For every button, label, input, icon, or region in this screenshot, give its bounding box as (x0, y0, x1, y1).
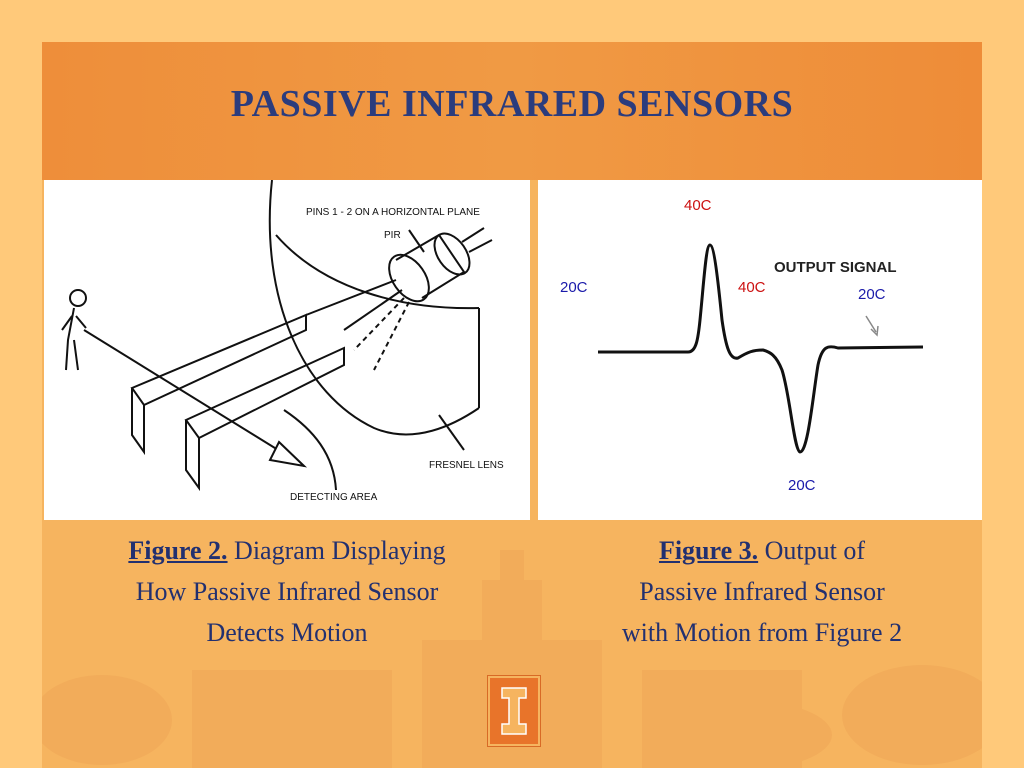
figure-2-diagram: PINS 1 - 2 ON A HORIZONTAL PLANE PIR FRE… (44, 179, 530, 520)
figure-3-signal: OUTPUT SIGNAL 20C 40C 40C 20C 20C (538, 180, 982, 520)
figure-3-caption-line2: Passive Infrared Sensor (639, 577, 885, 606)
label-output-signal: OUTPUT SIGNAL (774, 259, 897, 276)
figure-2-caption-line1: Diagram Displaying (227, 536, 446, 565)
label-mid-40c: 40C (738, 279, 766, 296)
output-signal-svg: OUTPUT SIGNAL 20C 40C 40C 20C 20C (560, 197, 924, 494)
label-trough-20c: 20C (788, 477, 816, 494)
label-peak-40c: 40C (684, 197, 712, 214)
figure-2-caption-label: Figure 2. (128, 536, 228, 565)
block-i-logo-icon (488, 676, 540, 746)
title-bar (42, 42, 982, 180)
slide: PASSIVE INFRARED SENSORS (42, 42, 982, 768)
label-detecting: DETECTING AREA (290, 492, 378, 503)
figure-2-caption-line2: How Passive Infrared Sensor (135, 577, 439, 606)
figure-3-caption-line1: Output of (758, 536, 866, 565)
label-pins: PINS 1 - 2 ON A HORIZONTAL PLANE (306, 207, 480, 218)
label-pir: PIR (384, 230, 401, 241)
figure-3-caption: Figure 3. Output of Passive Infrared Sen… (552, 530, 972, 653)
signal-curve (598, 243, 924, 454)
figure-3-caption-line3: with Motion from Figure 2 (621, 618, 903, 647)
pir-diagram-svg: PINS 1 - 2 ON A HORIZONTAL PLANE PIR FRE… (61, 179, 504, 503)
figure-2-caption-line3: Detects Motion (206, 618, 368, 647)
figure-3-caption-label: Figure 3. (658, 536, 759, 565)
label-left-20c: 20C (560, 279, 588, 296)
slide-title: PASSIVE INFRARED SENSORS (230, 83, 794, 125)
figure-2-caption: Figure 2. Diagram Displaying How Passive… (72, 530, 502, 653)
label-right-20c: 20C (858, 286, 886, 303)
label-fresnel: FRESNEL LENS (429, 460, 504, 471)
campus-background (42, 550, 982, 768)
